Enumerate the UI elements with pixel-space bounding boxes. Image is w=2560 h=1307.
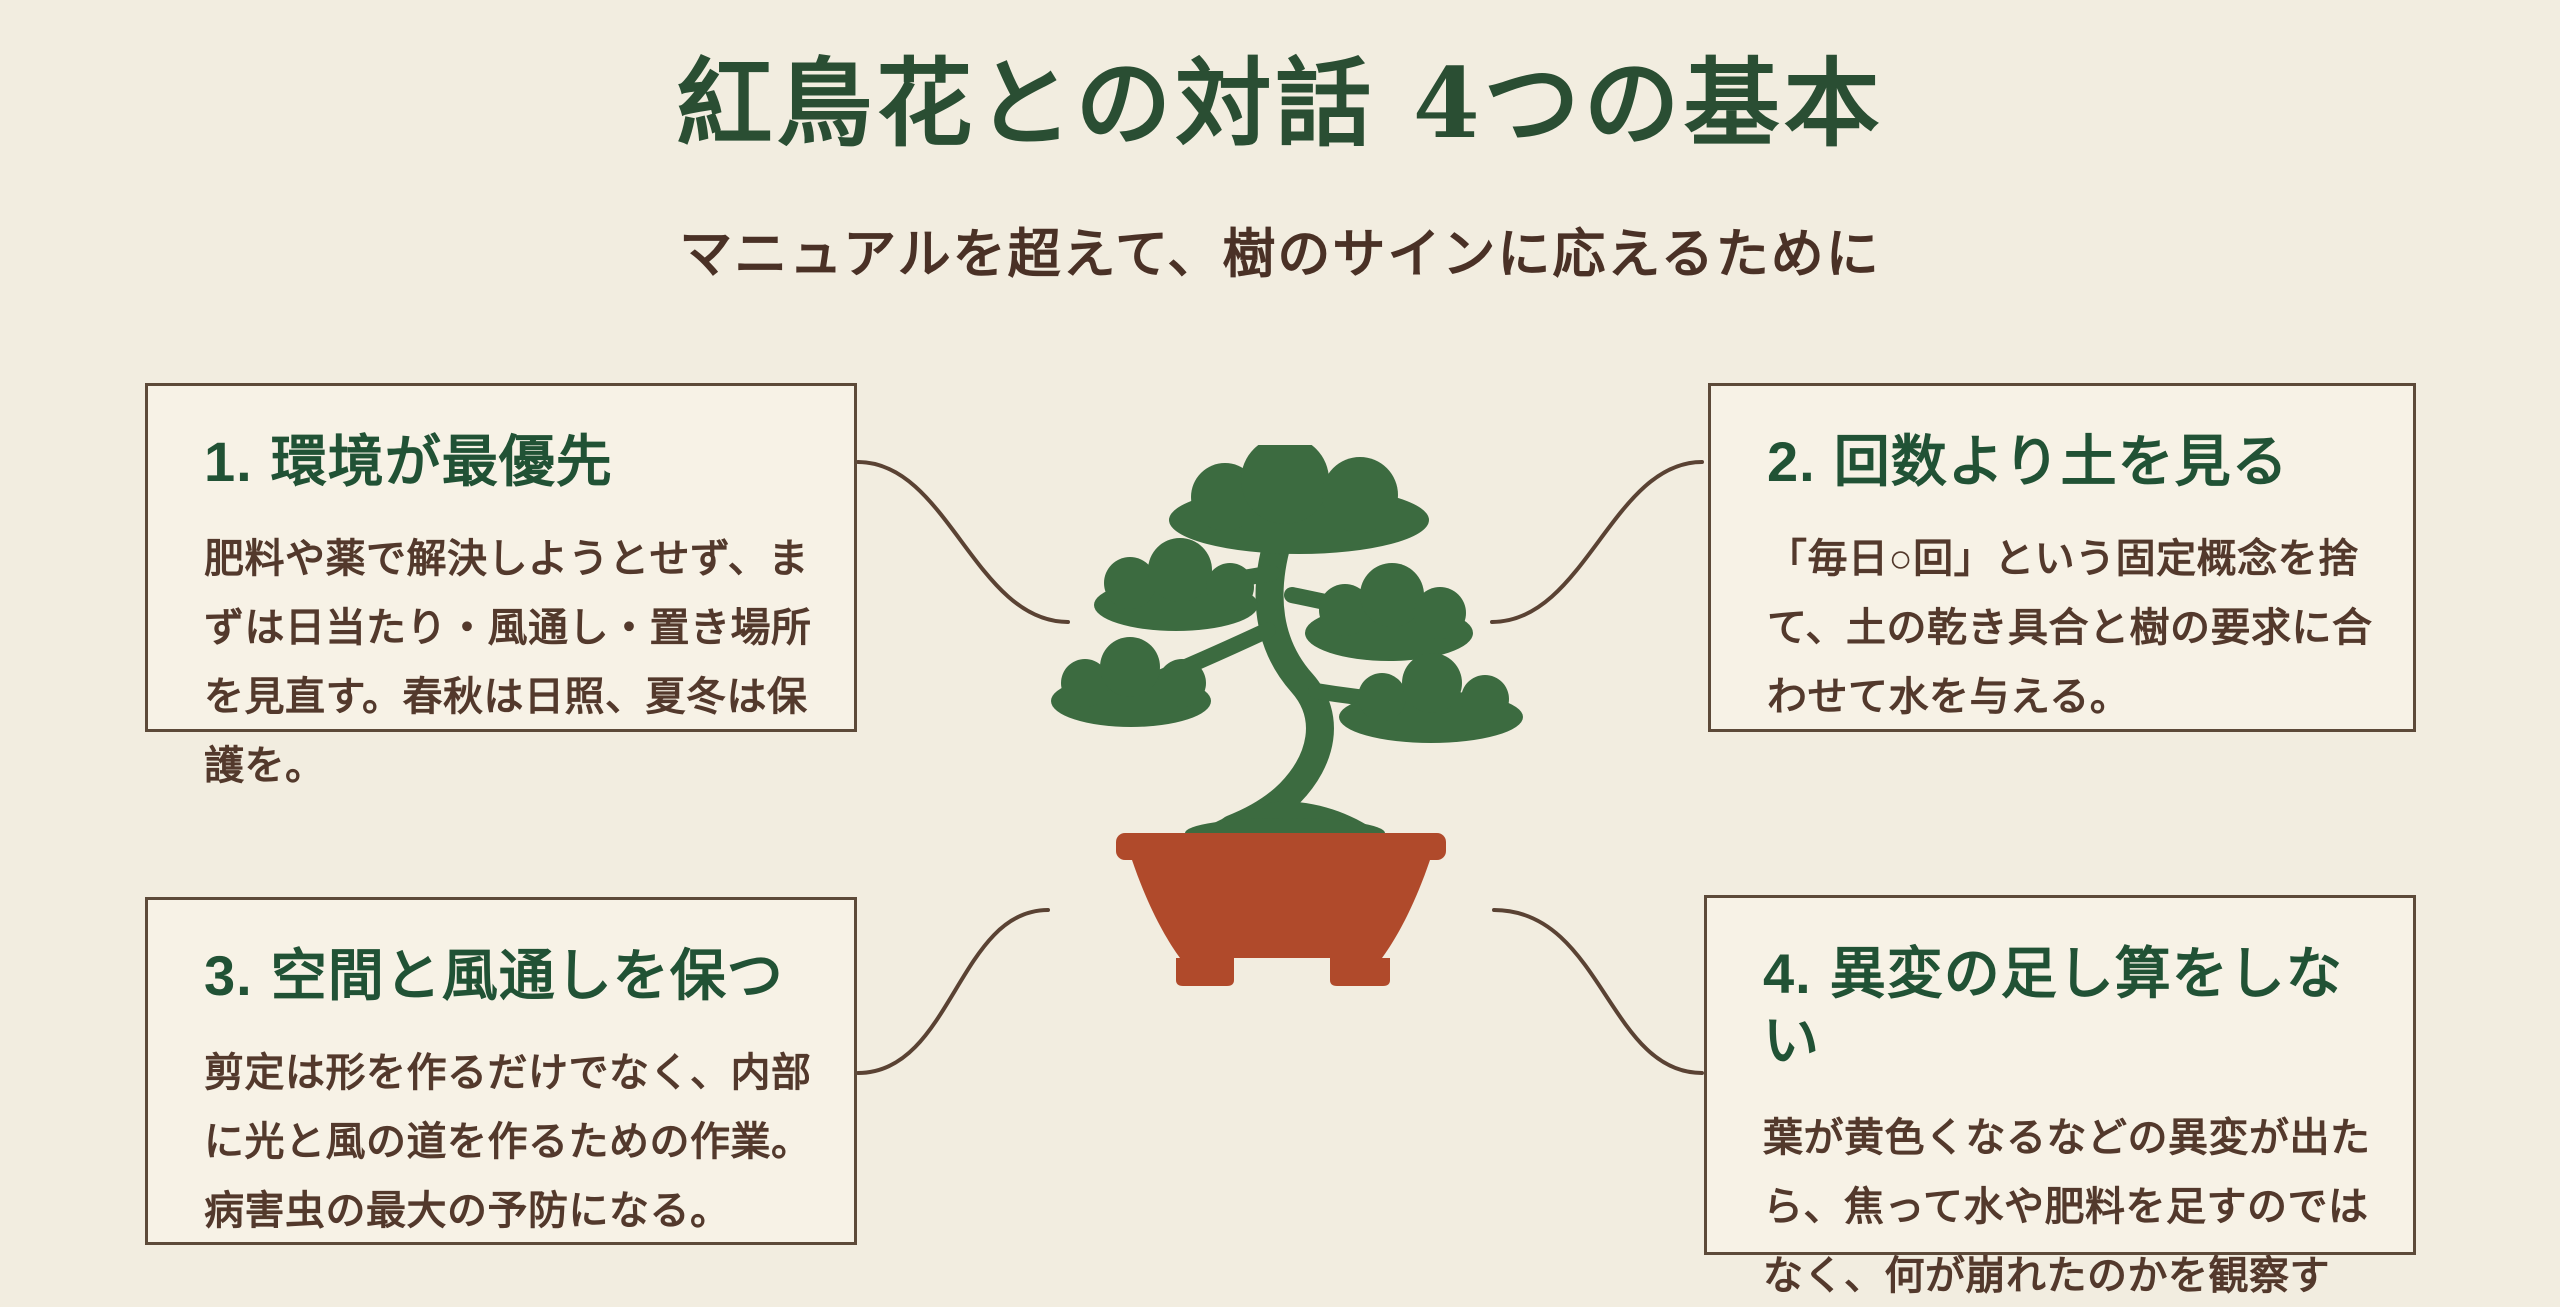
connector-line-top-left bbox=[856, 460, 1070, 624]
connector-line-bottom-right bbox=[1492, 908, 1704, 1075]
card-body-text: 葉が黄色くなるなどの異変が出たら、焦って水や肥料を足すのではなく、何が崩れたのか… bbox=[1763, 1116, 2371, 1298]
card-number: 2. bbox=[1767, 430, 1816, 493]
page-title: 紅鳥花との対話 4つの基本 bbox=[676, 47, 1884, 160]
card-number: 3. bbox=[204, 944, 253, 1007]
card-number: 4. bbox=[1763, 942, 1812, 1005]
card-body-text: 「毎日○回」という固定概念を捨て、土の乾き具合と樹の要求に合わせて水を与える。 bbox=[1767, 537, 2373, 719]
card-heading: 1. 環境が最優先 bbox=[204, 428, 838, 495]
connector-group bbox=[856, 460, 1704, 1075]
card-body-text: 肥料や薬で解決しようとせず、まずは日当たり・風通し・置き場所を見直す。春秋は日照… bbox=[204, 537, 812, 788]
bonsai-pot bbox=[1116, 833, 1446, 986]
card-body-text: 剪定は形を作るだけでなく、内部に光と風の道を作るための作業。病害虫の最大の予防に… bbox=[204, 1051, 812, 1233]
page-subtitle: マニュアルを超えて、樹のサインに応えるために bbox=[679, 225, 1881, 284]
card-pruning: 3. 空間と風通しを保つ 剪定は形を作るだけでなく、内部に光と風の道を作るための作… bbox=[145, 897, 857, 1245]
card-environment: 1. 環境が最優先 肥料や薬で解決しようとせず、まずは日当たり・風通し・置き場所を… bbox=[145, 383, 857, 788]
connector-line-bottom-left bbox=[856, 908, 1050, 1075]
card-observation: 4.異変の足し算をしない 葉が黄色くなるなどの異変が出たら、焦って水や肥料を足す… bbox=[1704, 895, 2416, 1298]
card-watering: 2. 回数より土を見る 「毎日○回」という固定概念を捨て、土の乾き具合と樹の要求に… bbox=[1708, 383, 2416, 732]
card-heading-text: 空間と風通しを保つ bbox=[270, 944, 784, 1007]
card-heading-text: 環境が最優先 bbox=[270, 430, 613, 493]
card-heading: 3. 空間と風通しを保つ bbox=[204, 942, 838, 1009]
bonsai-foliage bbox=[1051, 445, 1523, 848]
card-heading-text: 回数より土を見る bbox=[1833, 430, 2289, 493]
bonsai-illustration bbox=[1051, 445, 1523, 986]
connector-line-top-right bbox=[1490, 460, 1704, 624]
card-heading-text: 異変の足し算をしない bbox=[1763, 942, 2343, 1073]
card-heading: 4.異変の足し算をしない bbox=[1763, 940, 2397, 1074]
card-number: 1. bbox=[204, 430, 253, 493]
card-heading: 2. 回数より土を見る bbox=[1767, 428, 2397, 495]
bonsai-trunk bbox=[1130, 480, 1436, 843]
